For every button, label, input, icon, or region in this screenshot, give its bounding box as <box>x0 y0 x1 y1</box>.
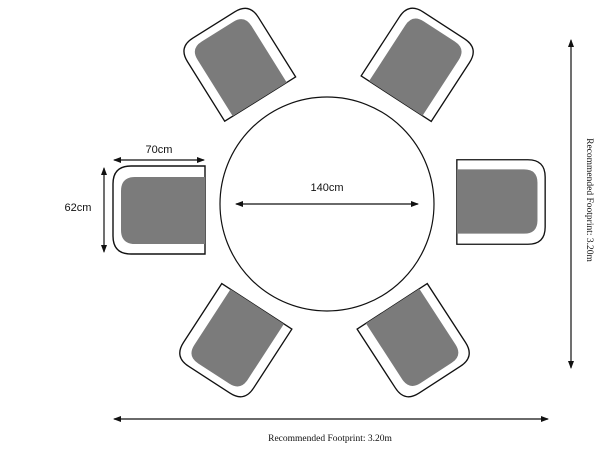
table-diameter-label: 140cm <box>310 182 343 194</box>
chair-width-label: 70cm <box>146 144 173 156</box>
chair-left <box>112 165 206 255</box>
footprint-depth-label: Recommended Footprint: 3.20m <box>584 138 594 262</box>
chair-bottom-right <box>356 282 476 404</box>
chair-right <box>456 159 546 245</box>
chair-bottom-left <box>173 282 293 404</box>
chair-top-left <box>177 2 297 122</box>
chair-depth-label: 62cm <box>65 202 92 214</box>
chair-top-right <box>360 1 480 123</box>
footprint-width-label: Recommended Footprint: 3.20m <box>268 434 392 444</box>
